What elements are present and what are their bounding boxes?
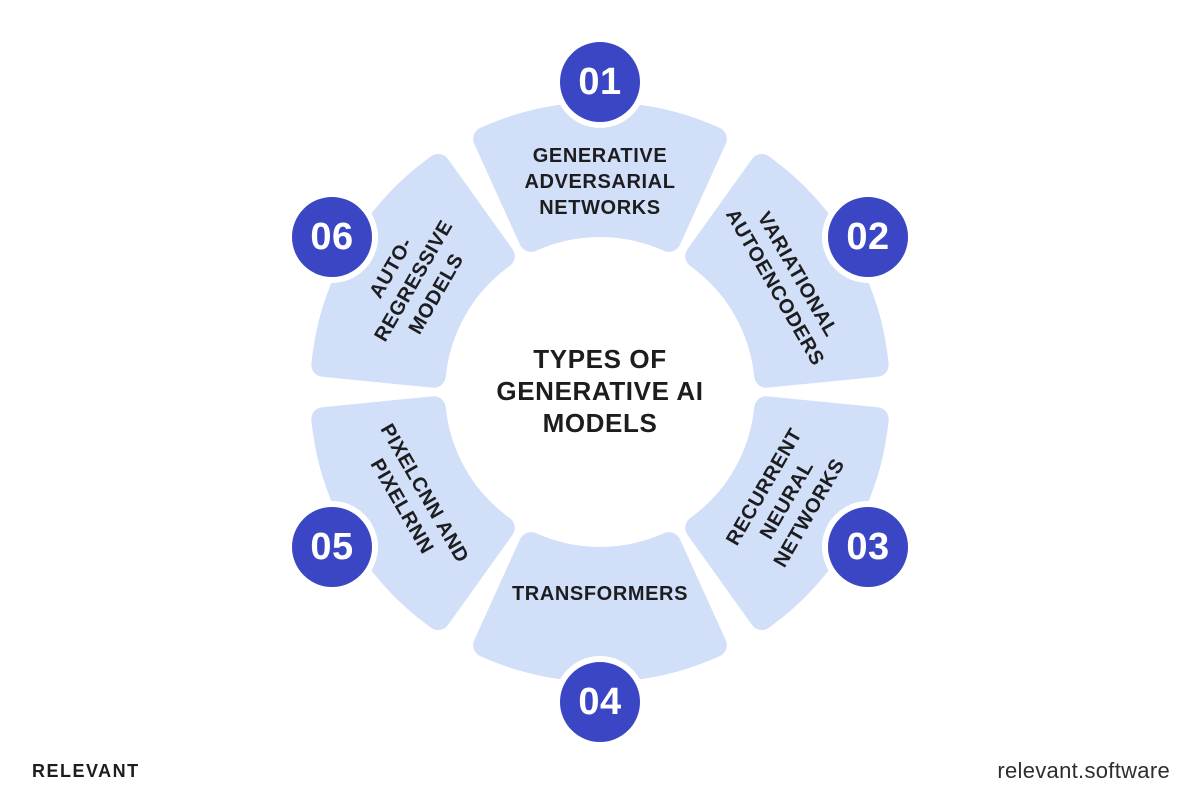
badge-06: 06 xyxy=(286,191,378,283)
badge-02: 02 xyxy=(822,191,914,283)
segment-label-gan: GENERATIVE ADVERSARIAL NETWORKS xyxy=(524,145,676,219)
badge-05: 05 xyxy=(286,501,378,593)
badge-02-number: 02 xyxy=(846,215,890,258)
footer: RELEVANT relevant.software xyxy=(32,754,1170,788)
badge-03-number: 03 xyxy=(846,525,890,568)
ring-segment-transformers xyxy=(485,544,715,670)
website-url: relevant.software xyxy=(997,758,1170,783)
segment-label-transformers: TRANSFORMERS xyxy=(511,583,689,605)
badge-03: 03 xyxy=(822,501,914,593)
diagram-title: TYPES OF GENERATIVE AI MODELS xyxy=(496,344,704,438)
badge-01-number: 01 xyxy=(578,60,622,103)
badge-01: 01 xyxy=(554,36,646,128)
badge-06-number: 06 xyxy=(310,215,354,258)
badge-04: 04 xyxy=(554,656,646,748)
badge-04-number: 04 xyxy=(578,680,622,723)
badge-05-number: 05 xyxy=(310,525,354,568)
brand-logo: RELEVANT xyxy=(32,760,140,781)
